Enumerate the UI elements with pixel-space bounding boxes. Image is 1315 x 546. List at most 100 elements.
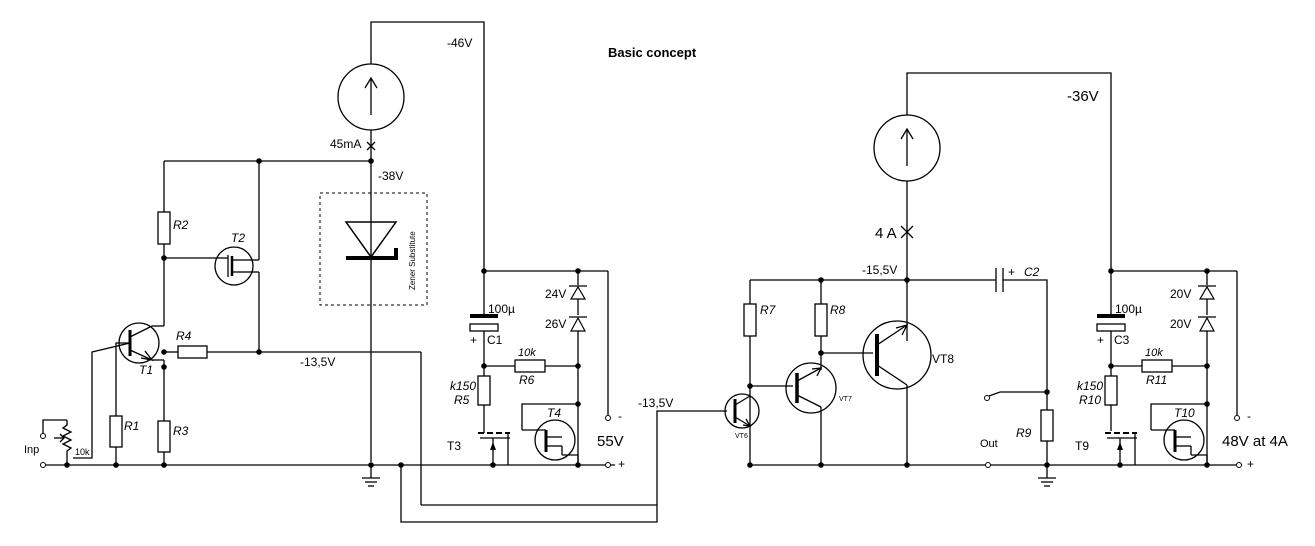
resistor-r8: [814, 303, 828, 337]
label-vt8: VT8: [932, 352, 954, 366]
page-title: Basic concept: [608, 45, 697, 60]
label-c3-plus: +: [1097, 333, 1104, 347]
label-55v: 55V: [597, 433, 624, 450]
input-ground-terminal[interactable]: [40, 462, 46, 468]
label-r10: R10: [1079, 393, 1101, 407]
current-source-45ma: [337, 63, 405, 131]
label-c2-plus: +: [1008, 265, 1015, 279]
label-c1: C1: [487, 333, 503, 347]
label-r6: R6: [519, 373, 535, 387]
zener-20v-top-icon: [1198, 271, 1216, 300]
output-minus-terminal-48v[interactable]: [1234, 415, 1240, 421]
label-minus36v: -36V: [1067, 88, 1099, 105]
label-left-plus: +: [618, 457, 625, 471]
resistor-r9: [1040, 409, 1054, 442]
zener-substitute-label: Zener Substitute: [408, 231, 417, 290]
label-t9: T9: [1075, 439, 1089, 453]
label-c2: C2: [1024, 265, 1040, 279]
transistor-vt8: [862, 320, 932, 390]
label-right-minus: -: [1247, 409, 1251, 423]
label-right-plus: +: [1247, 457, 1254, 471]
label-minus38v: -38V: [378, 169, 403, 183]
ground-symbol-left: [362, 465, 380, 487]
zener-26v-icon: [569, 316, 587, 332]
label-c1-plus: +: [470, 333, 477, 347]
zener-diode-icon: [344, 221, 398, 260]
label-r4: R4: [176, 329, 192, 343]
label-c1-value: 100µ: [488, 302, 515, 316]
resistor-r3: [157, 420, 171, 453]
label-r1: R1: [124, 419, 139, 433]
label-left-minus: -: [618, 409, 622, 423]
resistor-r2: [157, 211, 171, 245]
output-plus-terminal-55v[interactable]: [605, 462, 611, 468]
resistor-r11: [1141, 359, 1173, 373]
label-4a: 4 A: [875, 225, 897, 242]
label-45ma: 45mA: [330, 137, 361, 151]
label-vt6: VT6: [735, 433, 748, 440]
transistor-t10: [1151, 419, 1208, 465]
resistor-r5: [477, 375, 491, 406]
transistor-vt7: [785, 362, 837, 414]
label-r11-value: 10k: [1145, 347, 1163, 359]
resistor-r6: [514, 359, 546, 373]
label-r2: R2: [173, 218, 189, 232]
resistor-r10: [1104, 375, 1118, 406]
input-terminal[interactable]: [40, 433, 46, 439]
label-inp: Inp: [24, 444, 39, 456]
label-zener-20v-bottom: 20V: [1170, 317, 1191, 331]
zener-20v-bottom-icon: [1198, 316, 1216, 332]
label-t10: T10: [1174, 406, 1195, 420]
output-plus-terminal-48v[interactable]: [1236, 462, 1242, 468]
label-vt7: VT7: [839, 396, 852, 403]
ground-symbol-right: [1038, 477, 1056, 487]
label-pot-10k: 10k: [75, 447, 90, 457]
label-t3: T3: [447, 439, 461, 453]
mosfet-t9: [1105, 432, 1137, 465]
label-zener-20v-top: 20V: [1170, 287, 1191, 301]
label-minus15-5v: -15,5V: [862, 263, 897, 277]
label-zener-24v: 24V: [545, 287, 566, 301]
zener-24v-icon: [569, 271, 587, 300]
cross-mark-4a-icon: [900, 225, 914, 239]
label-r8: R8: [830, 303, 846, 317]
label-r5-value: k150: [450, 379, 476, 393]
label-c3-value: 100µ: [1115, 302, 1142, 316]
capacitor-c3: [1096, 323, 1126, 332]
label-c3: C3: [1114, 333, 1130, 347]
label-zener-26v: 26V: [545, 317, 566, 331]
transistor-vt6: [724, 393, 760, 429]
label-r7: R7: [760, 303, 777, 317]
label-r5: R5: [454, 393, 470, 407]
label-out: Out: [980, 438, 998, 450]
out-terminal[interactable]: [984, 395, 990, 401]
label-minus46v: -46V: [447, 36, 472, 50]
label-t4: T4: [547, 406, 561, 420]
capacitor-c2: [995, 268, 1004, 292]
potentiometer-10k: [54, 420, 73, 465]
mosfet-t3: [478, 432, 510, 465]
label-r11: R11: [1146, 373, 1167, 387]
supply-wire-minus46: [370, 21, 485, 271]
label-r9: R9: [1016, 426, 1032, 440]
label-minus13-5v-left: -13,5V: [300, 355, 335, 369]
cross-mark-icon: [366, 141, 376, 151]
resistor-r4: [177, 345, 208, 359]
capacitor-c1: [469, 323, 499, 332]
output-minus-terminal-55v[interactable]: [605, 415, 611, 421]
transistor-t4: [522, 419, 579, 465]
label-t2: T2: [231, 231, 245, 245]
label-48v-4a: 48V at 4A: [1222, 433, 1288, 450]
label-t1: T1: [139, 363, 153, 377]
label-minus13-5v-right: -13,5V: [638, 396, 673, 410]
current-source-4a: [873, 114, 941, 182]
resistor-r1: [109, 415, 123, 448]
mosfet-t2: [214, 246, 254, 286]
zener-substitute-box: [319, 192, 428, 306]
resistor-r7: [743, 303, 757, 337]
label-r10-value: k150: [1077, 379, 1103, 393]
label-r6-value: 10k: [518, 347, 536, 359]
label-r3: R3: [173, 424, 189, 438]
